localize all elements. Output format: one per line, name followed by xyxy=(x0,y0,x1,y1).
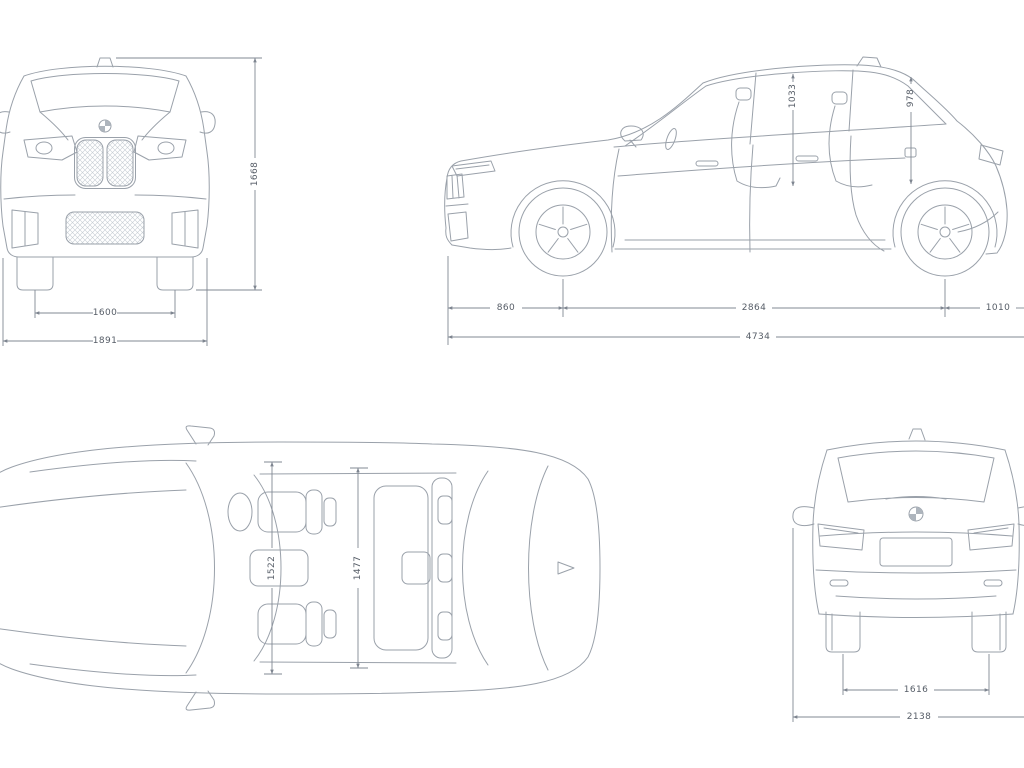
license-plate-recess xyxy=(879,537,953,567)
side-mirrors-rear-view xyxy=(792,506,1024,527)
side-mirror xyxy=(620,125,644,148)
dim-overall-length: 4734 xyxy=(447,332,1024,342)
tailgate-crease xyxy=(819,531,1013,537)
dim-width-incl-mirrors: 2138 xyxy=(792,712,1024,722)
fuel-cap xyxy=(904,147,917,158)
top-body-outline xyxy=(0,441,601,695)
rear-window-arc xyxy=(462,470,489,666)
bmw-roundel-front xyxy=(98,119,112,133)
front-view-dimensions: 1668 1600 1891 xyxy=(2,57,262,346)
front-bumper-side xyxy=(445,203,469,242)
top-view-dimensions: 1522 1477 xyxy=(264,461,368,675)
door-handles xyxy=(695,155,819,167)
front-view xyxy=(0,57,216,291)
dim-front-width: 1891 xyxy=(2,258,208,346)
front-bumper-intakes xyxy=(11,209,199,249)
side-body-outline xyxy=(444,64,1008,255)
dim-label-front-overhang: 860 xyxy=(497,303,515,313)
front-wheel xyxy=(518,187,608,277)
center-armrest xyxy=(401,551,431,585)
dim-wheelbase: 2864 xyxy=(562,303,946,313)
kidney-grille xyxy=(74,137,136,189)
dim-front-height: 1668 xyxy=(116,57,262,291)
dim-label-front-width: 1891 xyxy=(93,336,118,346)
hood-crease-lines xyxy=(0,459,197,677)
rear-reflectors xyxy=(829,579,1003,587)
rear-window xyxy=(837,450,995,503)
side-mirrors-top-view xyxy=(185,425,215,711)
underbody xyxy=(451,244,892,250)
interior-seats-side xyxy=(665,87,873,189)
dim-label-front-height: 1668 xyxy=(250,162,260,187)
roof-antenna-fin-side xyxy=(856,56,882,68)
character-line xyxy=(617,157,906,177)
dim-label-wheelbase: 2864 xyxy=(742,303,767,313)
rear-bumper-lines xyxy=(815,569,1017,600)
dim-interior-width-rear: 1477 xyxy=(350,467,368,669)
greenhouse xyxy=(613,69,947,148)
dim-rear-track: 1616 xyxy=(842,685,990,695)
tailgate-arc xyxy=(528,465,549,671)
rear-view xyxy=(792,428,1024,653)
front-seats-top-view xyxy=(227,489,337,647)
dim-front-overhang: 860 xyxy=(447,303,564,313)
dim-interior-width-front: 1522 xyxy=(264,461,282,675)
dim-front-track: 1600 xyxy=(34,290,176,318)
rear-bumper-crease xyxy=(957,211,999,233)
taillights xyxy=(817,523,1015,551)
rear-bench-top-view xyxy=(373,477,453,659)
roof-antenna-fin-top xyxy=(557,561,575,575)
dim-label-width-incl-mirrors: 2138 xyxy=(907,712,932,722)
taillight-side xyxy=(978,144,1004,166)
rear-view-dimensions: 1616 2138 xyxy=(792,528,1024,722)
steering-wheel-side xyxy=(665,128,677,150)
dim-headroom-front: 1033 xyxy=(788,73,798,187)
cowl-arc xyxy=(185,462,215,674)
bmw-roundel-rear xyxy=(908,506,924,522)
dim-label-front-track: 1600 xyxy=(93,308,118,318)
wheel-arches xyxy=(510,180,998,248)
dim-label-interior-width-front: 1522 xyxy=(267,556,277,581)
center-console xyxy=(249,549,309,587)
dim-label-headroom-front: 1033 xyxy=(788,84,798,109)
headlight-side xyxy=(451,160,496,177)
side-mirrors-front-view xyxy=(0,111,216,134)
windshield-top-arc xyxy=(253,474,282,662)
rear-wheels xyxy=(825,611,1007,653)
side-view xyxy=(444,56,1008,277)
dim-label-interior-width-rear: 1477 xyxy=(353,556,363,581)
rear-wheel xyxy=(900,187,990,277)
headlights xyxy=(23,135,187,161)
dim-headroom-rear: 978 xyxy=(906,76,916,185)
roof-antenna-fin-rear xyxy=(908,428,926,441)
dim-label-rear-overhang: 1010 xyxy=(986,303,1011,313)
steering-wheel-top xyxy=(227,492,253,532)
hood-creases xyxy=(39,111,171,141)
dim-rear-overhang: 1010 xyxy=(944,303,1024,313)
front-body-outline xyxy=(0,57,210,258)
roof-antenna-fin xyxy=(96,57,114,68)
dim-label-rear-track: 1616 xyxy=(904,685,929,695)
dim-label-headroom-rear: 978 xyxy=(906,89,916,107)
side-view-interior-dimensions: 1033 978 xyxy=(788,73,916,187)
windshield xyxy=(30,73,180,113)
dim-label-overall-length: 4734 xyxy=(746,332,771,342)
bumper-lines xyxy=(3,194,207,200)
door-cut-lines xyxy=(610,135,885,253)
kidney-grille-side xyxy=(446,173,465,200)
front-wheels xyxy=(16,256,194,291)
top-view xyxy=(0,425,601,711)
side-view-dimensions: 860 2864 1010 4734 xyxy=(447,256,1024,345)
